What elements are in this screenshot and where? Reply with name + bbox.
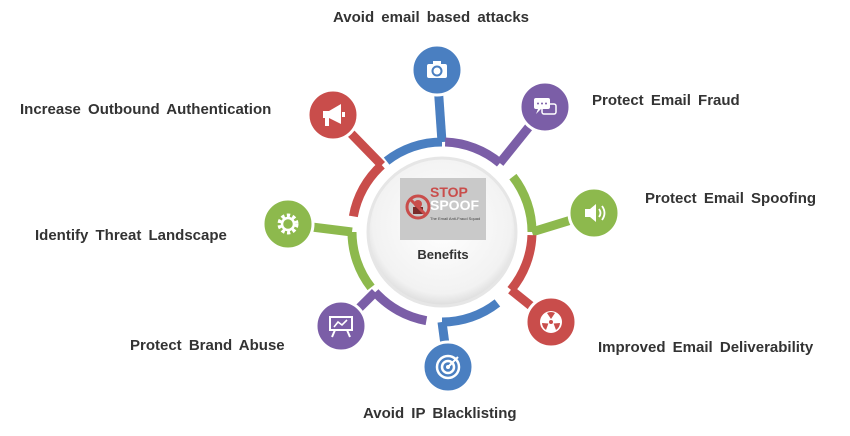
chat-icon (534, 98, 557, 115)
radiation-icon (540, 311, 562, 333)
benefit-node (567, 186, 621, 240)
label-improved-deliverability: Improved Email Deliverability (598, 339, 814, 356)
target-icon (435, 354, 461, 380)
connector-line (345, 127, 386, 169)
label-identify-threat-landscape: Identify Threat Landscape (35, 227, 227, 244)
speaker-icon (585, 204, 606, 222)
label-protect-brand-abuse: Protect Brand Abuse (130, 337, 285, 354)
center-title: Benefits (417, 247, 469, 262)
benefit-node (421, 340, 475, 394)
benefit-node (410, 43, 464, 97)
logo-spoof: SPOOF (430, 197, 480, 213)
camera-icon (427, 61, 447, 78)
megaphone-icon (323, 104, 345, 126)
gear-icon (277, 213, 299, 235)
ring-segment (348, 161, 385, 218)
logo-stop: STOP (430, 184, 468, 200)
ring-segment (383, 137, 443, 165)
benefit-node (524, 295, 578, 349)
ring-segment (509, 173, 537, 233)
no-spoof-icon (405, 194, 431, 220)
connector-line (309, 222, 353, 237)
ring-segment (444, 137, 503, 167)
ring-segment (441, 299, 501, 327)
logo-tagline: The Email Anti-Fraud Squad (430, 216, 481, 221)
connector-line (434, 91, 447, 143)
stop-spoof-logo: STOP SPOOF The Email Anti-Fraud Squad (400, 178, 486, 240)
connector-line (496, 121, 535, 166)
label-protect-email-fraud: Protect Email Fraud (592, 92, 740, 109)
ring-segment (347, 231, 375, 291)
benefit-node (261, 197, 315, 251)
ring-segment (507, 234, 537, 293)
connector-line (508, 286, 537, 312)
presentation-icon (329, 316, 353, 338)
benefit-node (314, 299, 368, 353)
benefit-node (518, 80, 572, 134)
label-avoid-ip-blacklisting: Avoid IP Blacklisting (363, 405, 517, 422)
benefit-node (306, 88, 360, 142)
ring-segment (371, 289, 428, 326)
logo-text: STOP SPOOF (430, 184, 480, 213)
label-protect-email-spoofing: Protect Email Spoofing (645, 190, 817, 207)
label-increase-outbound-auth: Increase Outbound Authentication (20, 101, 272, 118)
connector-line (530, 215, 575, 237)
label-avoid-email-attacks: Avoid email based attacks (333, 9, 530, 26)
